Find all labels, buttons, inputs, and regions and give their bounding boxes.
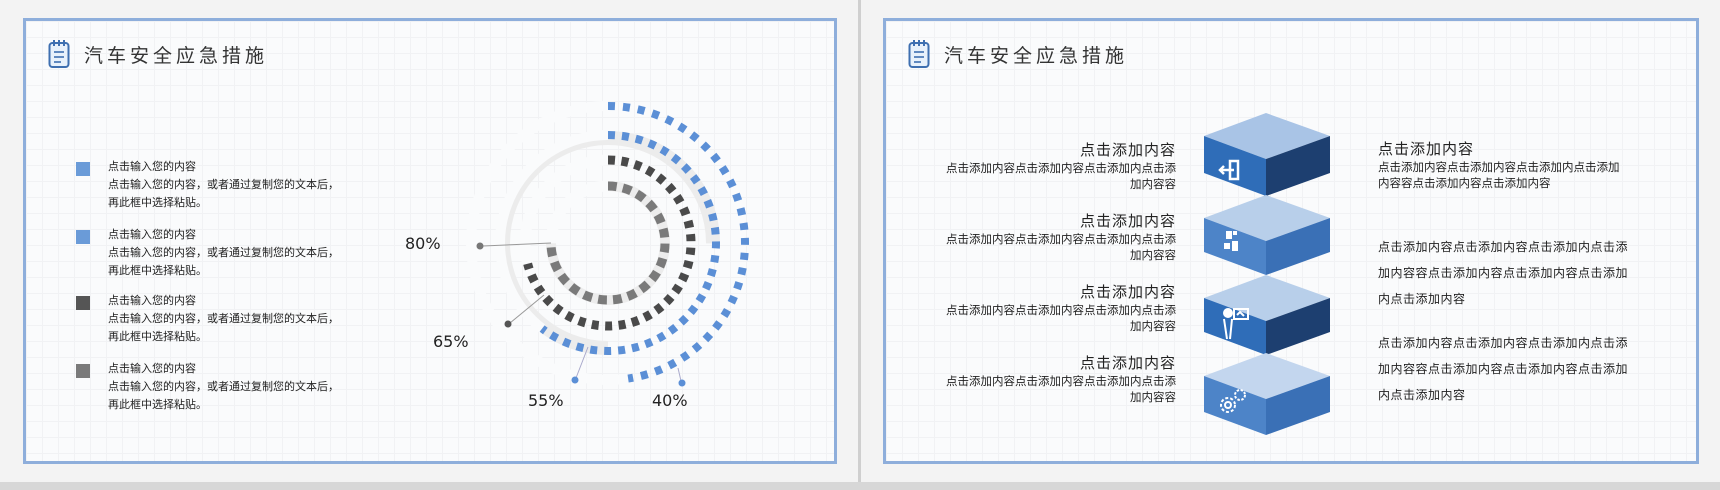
cube-1 [1204,113,1330,196]
legend-heading: 点击输入您的内容 [108,294,196,307]
item-body: 点击添加内容点击添加内容点击添加内点击添加内容容 [946,374,1176,404]
presenter-icon [1223,308,1249,340]
notepad-icon [908,40,930,68]
legend-heading: 点击输入您的内容 [108,362,196,375]
legend-heading: 点击输入您的内容 [108,228,196,241]
cube-4 [1204,353,1330,435]
label-65: 65% [433,332,469,351]
item-heading: 点击添加内容 [1079,283,1176,301]
slide-divider [858,0,861,482]
item-body: 点击添加内容点击添加内容点击添加内点击添加内容容点击添加内容点击添加内容点击添加… [1378,240,1629,306]
slide-title: 汽车安全应急措施 [944,44,1129,67]
item-heading: 点击添加内容 [1079,141,1176,159]
slide-right[interactable]: 汽车安全应急措施 点击添加内容 点击添加内容点击添加内容点击添加内点击添加内容容… [883,18,1699,464]
right-text-item[interactable]: 点击添加内容点击添加内容点击添加内点击添加内容容点击添加内容点击添加内容点击添加… [1378,234,1640,312]
label-55: 55% [528,391,564,410]
legend-body: 点击输入您的内容，或者通过复制您的文本后，再此框中选择粘贴。 [108,380,339,411]
left-text-item[interactable]: 点击添加内容 点击添加内容点击添加内容点击添加内点击添加内容容 [946,281,1176,334]
left-text-item[interactable]: 点击添加内容 点击添加内容点击添加内容点击添加内点击添加内容容 [946,210,1176,263]
left-text-item[interactable]: 点击添加内容 点击添加内容点击添加内容点击添加内点击添加内容容 [946,352,1176,405]
legend-swatch [76,230,90,244]
label-80: 80% [405,234,441,253]
legend-swatch [76,296,90,310]
legend-swatch [76,162,90,176]
item-body: 点击添加内容点击添加内容点击添加内点击添加内容容点击添加内容点击添加内容点击添加… [1378,336,1629,402]
title-row: 汽车安全应急措施 [48,39,268,69]
label-40: 40% [652,391,688,410]
title-row: 汽车安全应急措施 [908,39,1128,69]
exit-door-icon [1218,159,1240,181]
right-text-item[interactable]: 点击添加内容点击添加内容点击添加内点击添加内容容点击添加内容点击添加内容点击添加… [1378,330,1640,408]
legend-body: 点击输入您的内容，或者通过复制您的文本后，再此框中选择粘贴。 [108,312,339,343]
slide-left[interactable]: 汽车安全应急措施 点击输入您的内容 点击输入您的内容，或者通过复制您的文本后，再… [23,18,837,464]
cube-2 [1204,195,1330,275]
item-body: 点击添加内容点击添加内容点击添加内点击添加内容容 [946,161,1176,191]
item-heading: 点击添加内容 [1378,140,1475,158]
gears-icon [1220,389,1246,413]
cube-3 [1204,275,1330,355]
radial-progress-chart [466,101,750,387]
bottom-scrollbar[interactable] [0,482,1720,490]
puzzle-icon [1224,231,1238,251]
left-text-item[interactable]: 点击添加内容 点击添加内容点击添加内容点击添加内点击添加内容容 [946,139,1176,192]
item-heading: 点击添加内容 [1079,354,1176,372]
item-heading: 点击添加内容 [1079,212,1176,230]
right-text-item[interactable]: 点击添加内容 点击添加内容点击添加内容点击添加内点击添加内容容点击添加内容点击添… [1378,138,1638,191]
legend-body: 点击输入您的内容，或者通过复制您的文本后，再此框中选择粘贴。 [108,246,339,277]
slide-title: 汽车安全应急措施 [84,44,269,67]
legend-heading: 点击输入您的内容 [108,160,196,173]
item-body: 点击添加内容点击添加内容点击添加内点击添加内容容点击添加内容点击添加内容 [1378,160,1620,190]
legend-body: 点击输入您的内容，或者通过复制您的文本后，再此框中选择粘贴。 [108,178,339,209]
item-body: 点击添加内容点击添加内容点击添加内点击添加内容容 [946,232,1176,262]
notepad-icon [48,40,70,68]
cube-stack [1204,113,1330,435]
legend-swatch [76,364,90,378]
item-body: 点击添加内容点击添加内容点击添加内点击添加内容容 [946,303,1176,333]
